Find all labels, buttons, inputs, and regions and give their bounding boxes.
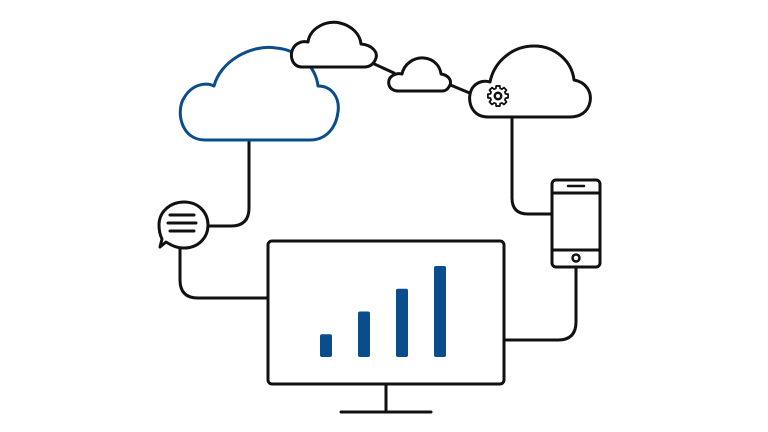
chat-bubble-icon [157,200,210,250]
cloud-icon [468,44,592,119]
monitor-icon [266,239,506,414]
cloud-icon [387,56,452,93]
smartphone-icon [550,178,602,269]
connector-phone-to-monitor [502,265,578,342]
chart-bar [358,311,370,357]
cloud-icon [178,45,340,142]
chart-bar [434,266,446,357]
chart-bar [396,288,408,357]
chart-bar [320,334,332,357]
connector-cloud-to-chat [205,138,251,228]
bar-chart-icon [320,266,446,357]
connector-chat-to-monitor [178,246,270,300]
connector-gear-cloud-to-phone [510,115,554,216]
cloud-icon [289,20,378,69]
connector-cloud-small-to-gear-cloud [446,82,474,96]
gear-icon [487,85,509,107]
